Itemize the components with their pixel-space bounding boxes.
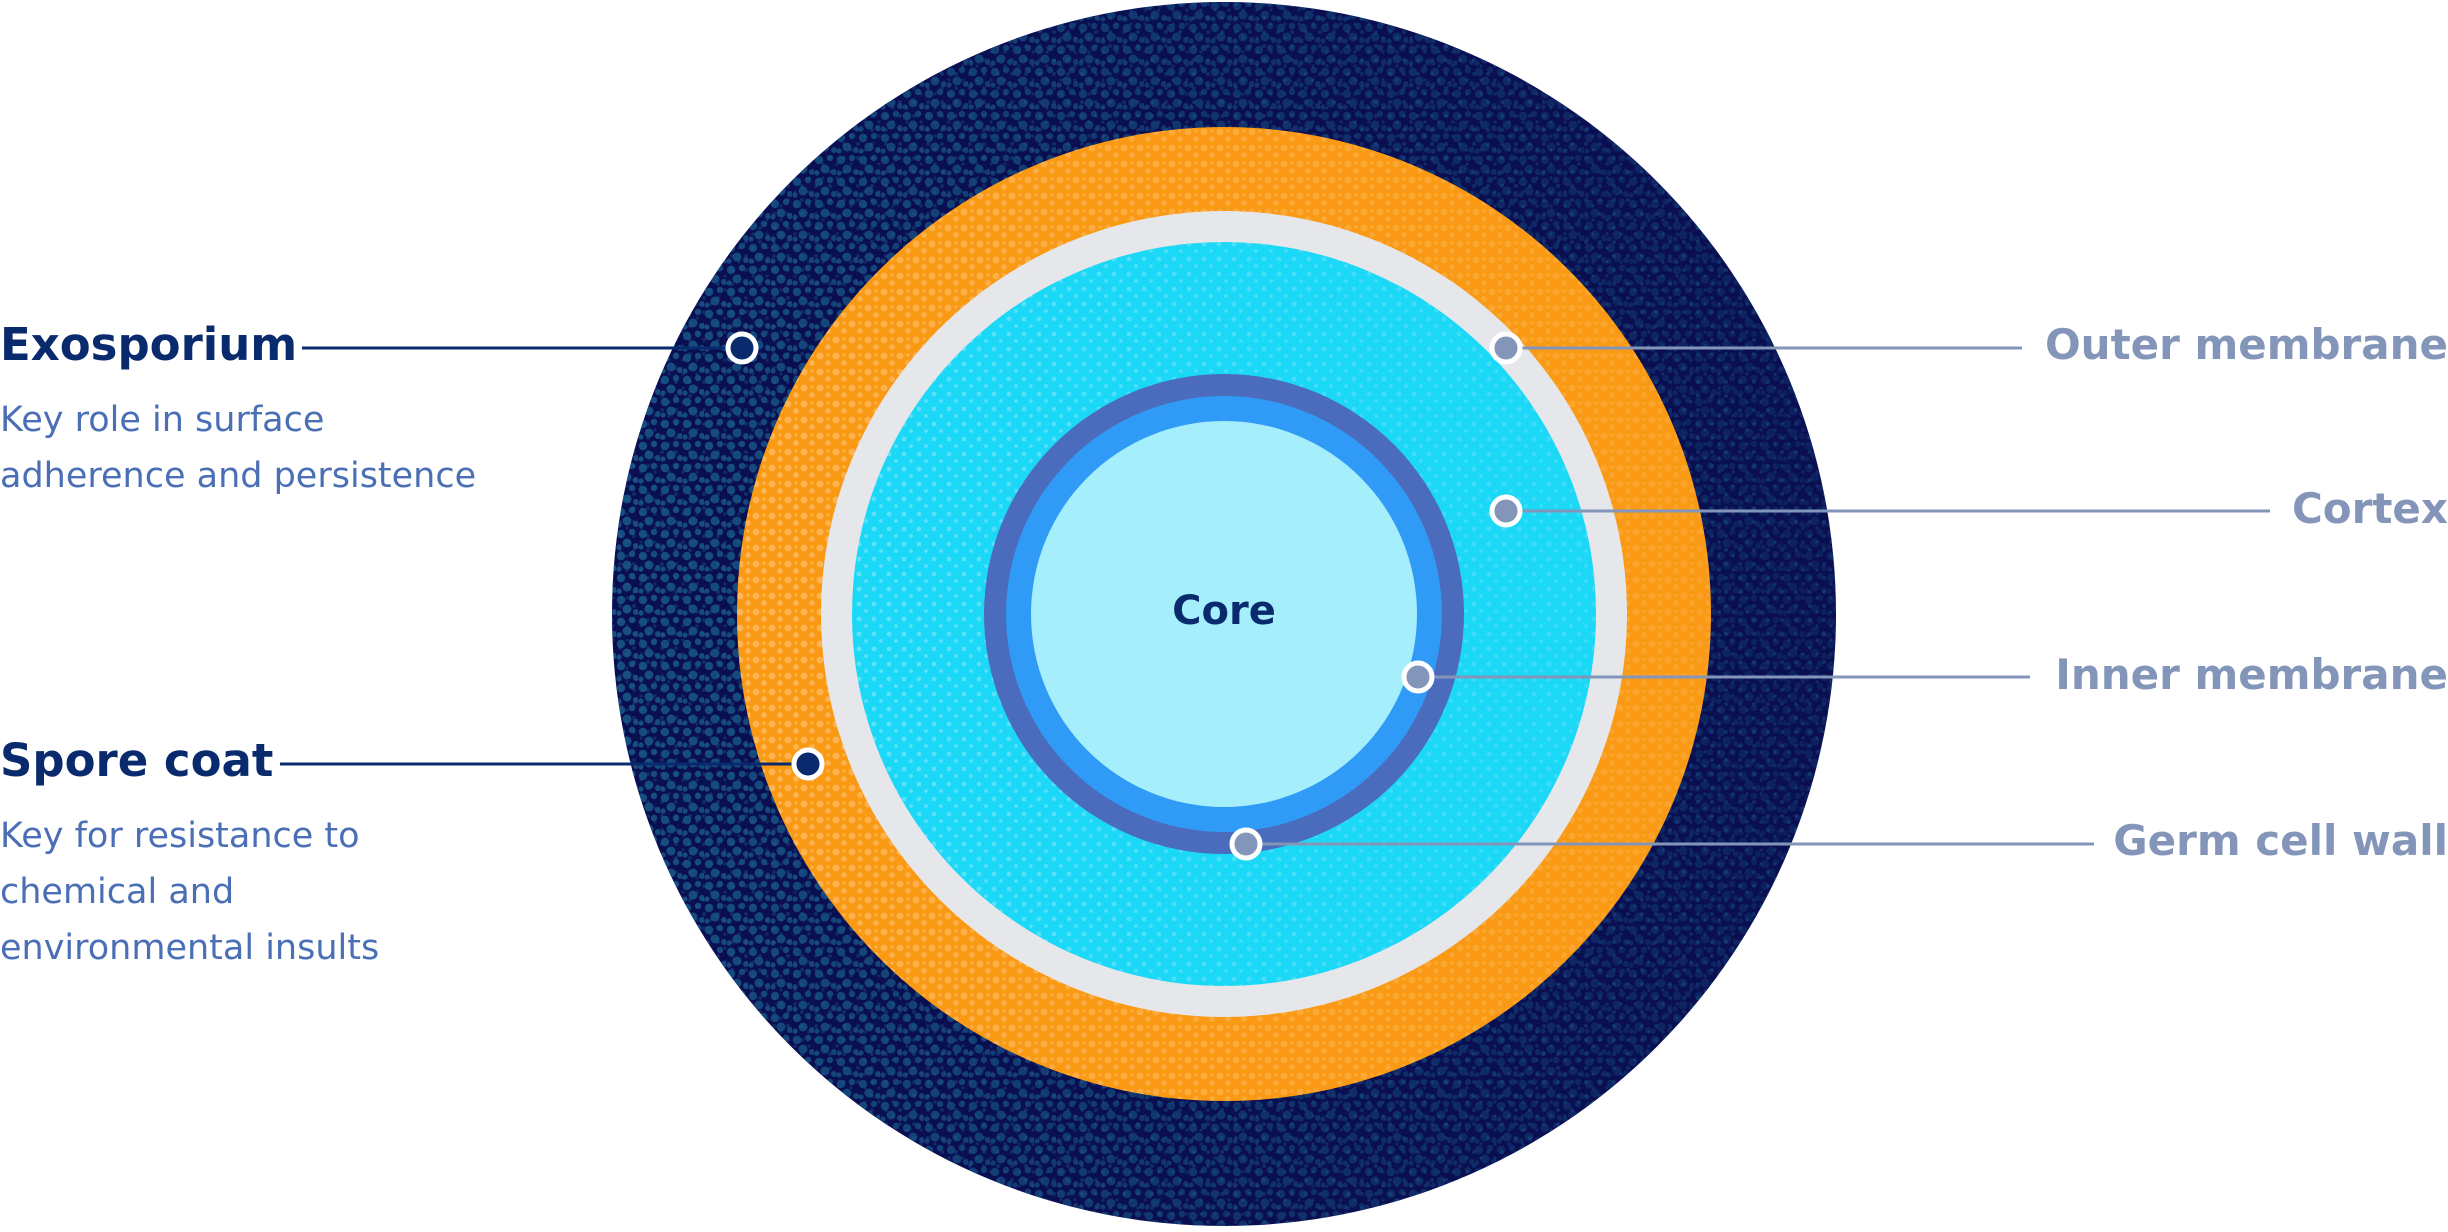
core-label: Core <box>1172 588 1276 634</box>
exosporium-title: Exosporium <box>0 318 298 371</box>
exosporium-marker-dot <box>725 331 759 365</box>
spore-coat-title: Spore coat <box>0 734 274 787</box>
exosporium-description: Key role in surface adherence and persis… <box>0 400 477 496</box>
spore-coat-description: Key for resistance to chemical and envir… <box>0 816 380 968</box>
cortex-marker-dot <box>1489 494 1523 528</box>
spore-coat-marker-dot <box>791 747 825 781</box>
inner-membrane-label: Inner membrane <box>2055 650 2448 699</box>
germ-cell-wall-marker-dot <box>1229 827 1263 861</box>
outer-membrane-label: Outer membrane <box>2044 320 2448 369</box>
inner-membrane-marker-dot <box>1401 660 1435 694</box>
cortex-label: Cortex <box>2291 484 2448 533</box>
outer-membrane-marker-dot <box>1489 331 1523 365</box>
germ-cell-wall-label: Germ cell wall <box>2113 816 2448 865</box>
core-layer <box>1031 421 1417 807</box>
